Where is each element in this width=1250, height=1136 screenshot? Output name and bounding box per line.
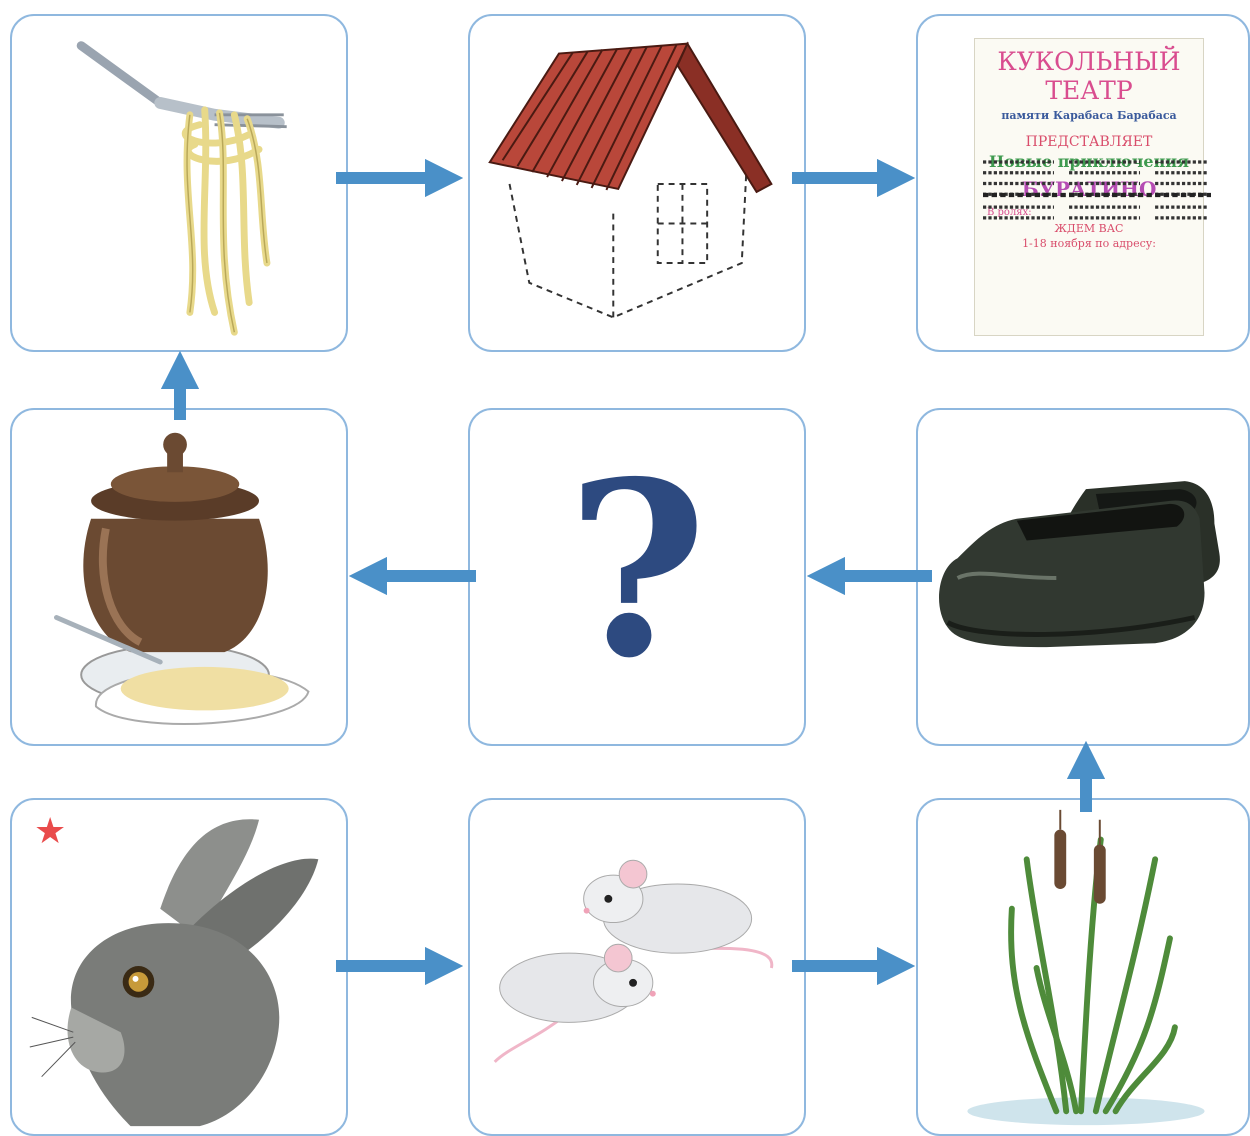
cattail-reeds-icon bbox=[967, 809, 1205, 1126]
poster-roles: В ролях: bbox=[987, 207, 1032, 218]
card-mice bbox=[468, 798, 806, 1136]
card-hare: ★ bbox=[10, 798, 348, 1136]
theatre-poster: КУКОЛЬНЫЙ ТЕАТР памяти Карабаса Барабаса… bbox=[974, 38, 1211, 336]
card-reeds bbox=[916, 798, 1250, 1136]
card-noodles bbox=[10, 14, 348, 352]
poster-address-scribbles bbox=[983, 192, 1211, 198]
clay-pot-and-porridge-icon bbox=[53, 432, 310, 725]
star-icon: ★ bbox=[34, 811, 67, 852]
card-galoshes bbox=[916, 408, 1250, 746]
hare-head-icon bbox=[29, 819, 319, 1127]
galoshes-icon bbox=[939, 481, 1220, 648]
poster-wait: ЖДЕМ ВАС bbox=[1054, 222, 1124, 235]
poster-title: КУКОЛЬНЫЙ ТЕАТР bbox=[997, 47, 1181, 105]
house-icon bbox=[488, 41, 773, 319]
card-question: ? bbox=[468, 408, 806, 746]
poster-date: 1-18 ноября по адресу: bbox=[1022, 237, 1156, 250]
poster-cast-scribbles bbox=[983, 160, 1209, 220]
mice-icon bbox=[493, 859, 774, 1063]
noodles-on-fork-icon bbox=[76, 41, 287, 336]
question-mark-icon: ? bbox=[566, 429, 708, 711]
card-house bbox=[468, 14, 806, 352]
card-poster: КУКОЛЬНЫЙ ТЕАТР памяти Карабаса Барабаса… bbox=[916, 14, 1250, 352]
poster-subtitle: памяти Карабаса Барабаса bbox=[1001, 109, 1177, 122]
card-pot-porridge bbox=[10, 408, 348, 746]
poster-new-adventures: Новые приключения bbox=[989, 152, 1189, 171]
poster-presents: ПРЕДСТАВЛЯЕТ bbox=[1025, 134, 1153, 150]
